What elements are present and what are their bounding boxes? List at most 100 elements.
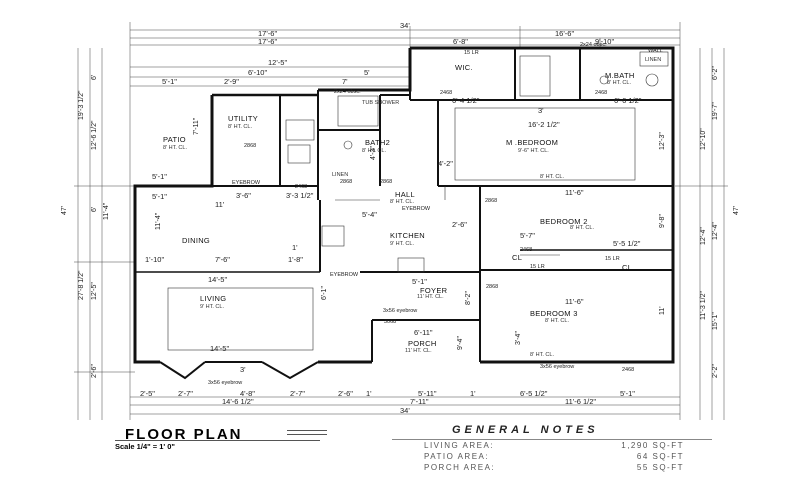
general-notes-rule [392,439,712,440]
dim-left-i: 2'-6" [91,364,98,378]
dim-dining-b: 1'-10" [145,255,164,264]
note-window-2x24-b: 2x24 obsc. [580,42,607,48]
area-label: PATIO AREA: [424,452,490,461]
dim-mbed-c: 4'-2" [438,159,453,168]
dim-porch-a: 3' [240,365,246,374]
dim-bot-a: 2'-5" [140,389,155,398]
dim-overall-bottom: 34' [400,406,410,415]
note-shelf-c: 15 LR [605,256,620,262]
room-hall-ceiling: 8' HT. CL. [390,199,414,205]
dim-top-left-b: 17'-6" [258,37,277,46]
plan-scale: Scale 1/4" = 1' 0" [115,442,175,451]
area-row: LIVING AREA:1,290 SQ-FT [424,441,684,450]
exterior-walls [133,46,675,380]
dim-bed2-b: 5'-7" [520,231,535,240]
room-living-label: LIVING [200,294,226,303]
interior-walls [135,48,673,362]
dim-mbed-b: 16'-2 1/2" [528,120,560,129]
note-eyebrow-sm-3: 3x56 eyebrow [540,364,574,370]
dim-right-g: 15'-1" [712,312,719,330]
dim-bot-j: 5'-1" [620,389,635,398]
right-dimension-lines [675,48,728,420]
dim-patio-a: 5'-1" [152,172,167,181]
dim-left-a: 19'-3 1/2" [78,90,85,120]
title-rule-c [115,440,320,441]
dim-top-right-b: 9'-10" [595,37,614,46]
dim-kitchen-a: 5'-1" [412,277,427,286]
room-bedroom3-label: BEDROOM 3 [530,309,578,318]
dim-bot2-b: 7'-11" [410,397,429,406]
dim-bed2-a: 11'-6" [565,188,584,197]
dim-right-i: 2'-2" [712,364,719,378]
note-eyebrow-sm-1: 3x56 eyebrow [383,308,417,314]
note-door-2868-e: 2868 [340,179,352,185]
room-m-bath-label: M.BATH [605,71,635,80]
room-closet-a-label: CL [512,253,522,262]
dim-inner-f: 9'-4" [457,336,464,350]
area-value: 1,290 SQ-FT [621,441,684,450]
dim-dining-d: 1'-8" [288,255,303,264]
dim-dining-a: 11' [215,200,225,209]
dim-right-a: 6'-2" [712,66,719,80]
dim-left-e-inner: 11'-4" [155,212,162,230]
top-dimension-lines [129,22,681,420]
room-patio-ceiling: 8' HT. CL. [163,145,187,151]
note-wall-top: WALL [648,48,663,54]
room-closet-b-label: CL [622,263,632,272]
room-foyer-label: FOYER [420,286,448,295]
note-door-2468-d: 2468 [295,184,307,190]
dim-top-left-a: 17'-6" [258,29,277,38]
note-door-2468-e: 2468 [622,367,634,373]
dim-bot-d: 2'-7" [290,389,305,398]
room-bedroom3-ceiling-2: 8' HT. CL. [530,352,554,358]
room-m-bedroom-ceiling: 9'-6" HT. CL. [518,148,549,154]
room-m-bedroom-ceiling-2: 8' HT. CL. [540,174,564,180]
dim-bot-c: 4'-8" [240,389,255,398]
room-porch-ceiling: 11' HT. CL. [405,348,432,354]
bottom-dimension-lines [130,396,680,415]
dim-dining-e: 1' [292,243,298,252]
note-door-2468-b: 2468 [595,90,607,96]
room-kitchen-ceiling: 9' HT. CL. [390,241,414,247]
title-rule-a [287,430,327,431]
general-notes-title: GENERAL NOTES [452,424,599,436]
note-shelf-b: 15 LR [530,264,545,270]
note-door-3068: 3068 [384,319,396,325]
room-m-bath-ceiling: 8' HT. CL. [607,80,631,86]
area-value: 64 SQ-FT [636,452,684,461]
room-m-bedroom-label: M .BEDROOM [506,138,558,147]
area-label: PORCH AREA: [424,463,496,472]
dim-inner-b: 9'-8" [659,214,666,228]
dim-bot-g: 5'-11" [418,389,437,398]
dim-foyer-a: 6'-11" [414,328,433,337]
room-living-ceiling: 9' HT. CL. [200,304,224,310]
dim-row3-b: 5' [364,68,370,77]
dim-bot-h: 1' [470,389,476,398]
dim-inner-a: 7'-11" [193,117,200,135]
dim-right-d: 12'-4" [700,227,707,245]
dim-hall-d: 2'-6" [452,220,467,229]
room-linen-mid-label: LINEN [332,172,348,178]
dim-hall-b: 3'-3 1/2" [286,191,314,200]
note-eyebrow-3: EYEBROW [330,272,359,278]
dim-left-e: 11'-4" [103,202,110,220]
dim-inner-e: 11' [659,306,666,315]
room-bedroom3-ceiling: 8' HT. CL. [545,318,569,324]
dim-mbed-a: 3' [538,106,544,115]
dim-inner-g: 3'-4" [515,331,522,345]
area-row: PORCH AREA:55 SQ-FT [424,463,684,472]
note-door-2468-a: 2468 [440,90,452,96]
dim-dining-c: 7'-6" [215,255,230,264]
note-door-2468-c: 2468 [520,247,532,253]
dim-bot-f: 1' [366,389,372,398]
plan-title: FLOOR PLAN [125,426,243,443]
room-kitchen-label: KITCHEN [390,231,425,240]
room-bedroom2-ceiling: 8' HT. CL. [570,225,594,231]
dim-row4-b: 2'-9" [224,77,239,86]
note-door-2868-a: 2868 [244,143,256,149]
dim-living-a: 14'-5" [208,275,227,284]
dim-foyer-b: 6'-1" [321,286,328,300]
room-dining-label: DINING [182,236,210,245]
dim-right-e: 12'-4" [712,222,719,240]
